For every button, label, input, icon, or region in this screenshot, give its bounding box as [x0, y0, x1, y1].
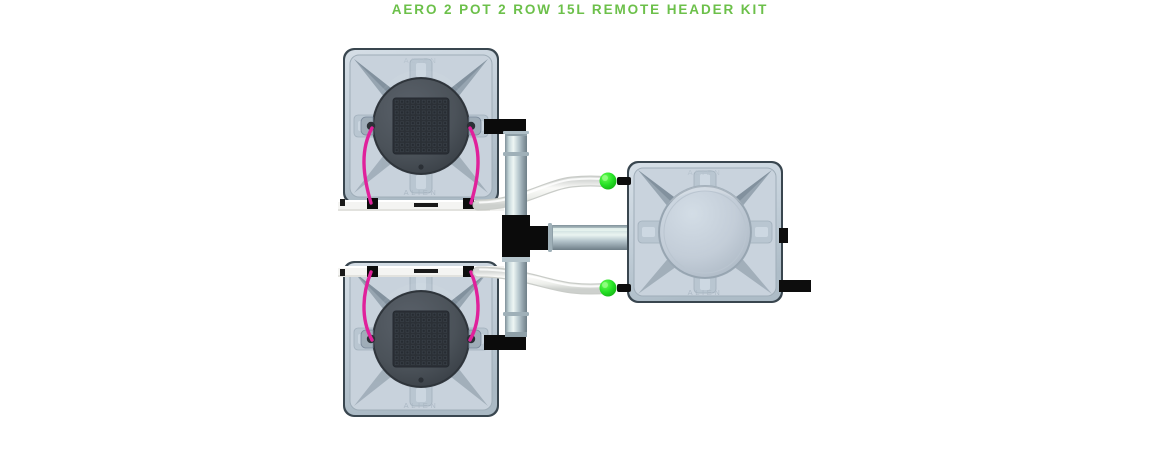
pipe-tee-junction: [502, 215, 550, 262]
header-outlet-upper[interactable]: [779, 228, 788, 243]
pot-top-left-magenta-tubes: [362, 126, 480, 205]
green-fitting-lower[interactable]: [599, 279, 632, 297]
pot-bottom-left-magenta-tubes: [362, 270, 480, 342]
page-title: AERO 2 POT 2 ROW 15L REMOTE HEADER KIT: [391, 2, 769, 17]
green-fitting-upper[interactable]: [599, 172, 632, 190]
remote-header[interactable]: [626, 160, 784, 304]
header-outlet-lower[interactable]: [779, 280, 811, 292]
